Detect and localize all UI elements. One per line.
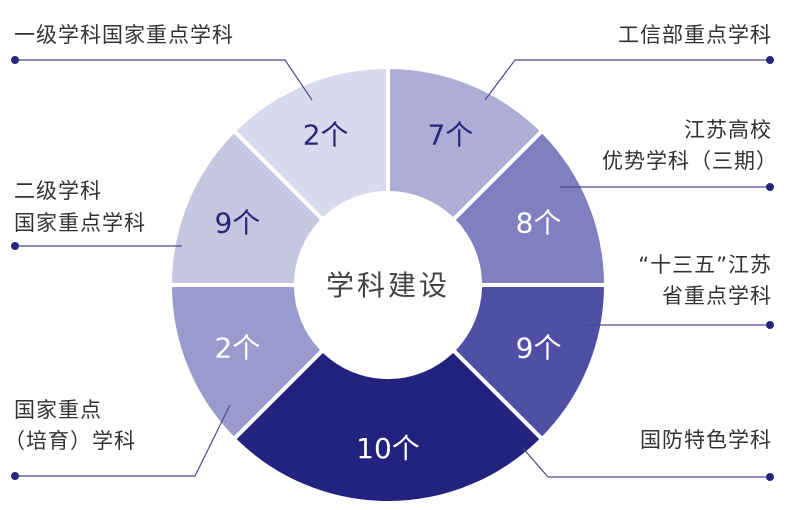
callout-dot	[11, 56, 19, 64]
segment-national-key-cultivation	[172, 287, 320, 436]
segment-value-miit-key: 7个	[427, 118, 473, 151]
label-miit-key: 工信部重点学科	[618, 23, 772, 47]
label-national-first-level: 一级学科国家重点学科	[14, 23, 234, 47]
label-national-cultivation-1: 国家重点	[14, 398, 102, 422]
segment-value-national-first-level: 2个	[303, 118, 349, 151]
callout-dot	[766, 56, 774, 64]
center-title: 学科建设	[326, 269, 450, 302]
segment-value-national-defense: 10个	[356, 432, 420, 465]
segment-national-first-level	[237, 69, 386, 217]
label-jiangsu-advantage-2: 优势学科（三期）	[602, 149, 778, 173]
label-national-second-level-1: 二级学科	[14, 179, 102, 203]
callout-dot	[766, 473, 774, 481]
callout-dot	[11, 472, 19, 480]
segment-national-second-level	[172, 134, 320, 283]
label-national-second-level-2: 国家重点学科	[14, 211, 146, 235]
segment-miit-key	[390, 69, 539, 217]
label-jiangsu-13th-1: “十三五”江苏	[638, 253, 772, 277]
callout-line-national-defense	[521, 446, 770, 478]
segment-value-jiangsu-advantage: 8个	[516, 207, 562, 240]
segment-national-defense	[237, 353, 539, 502]
segment-value-national-key-cultivation: 2个	[214, 331, 260, 364]
callout-dot	[766, 321, 774, 329]
label-national-defense: 国防特色学科	[640, 428, 772, 452]
callout-dot	[11, 242, 19, 250]
callout-line-miit-key	[484, 59, 770, 101]
segment-jiangsu-advantage	[456, 134, 604, 283]
label-jiangsu-advantage-1: 江苏高校	[684, 118, 772, 142]
label-national-cultivation-2: （培育）学科	[4, 429, 136, 453]
callout-dot	[766, 183, 774, 191]
segment-value-national-second-level: 9个	[214, 207, 260, 240]
segment-value-jiangsu-13th-five-year: 9个	[516, 331, 562, 364]
label-jiangsu-13th-2: 省重点学科	[662, 284, 772, 308]
segment-jiangsu-13th-five-year	[456, 287, 604, 436]
callout-line-national-cultivation	[15, 404, 231, 477]
callout-line-national-first-level	[15, 59, 313, 101]
